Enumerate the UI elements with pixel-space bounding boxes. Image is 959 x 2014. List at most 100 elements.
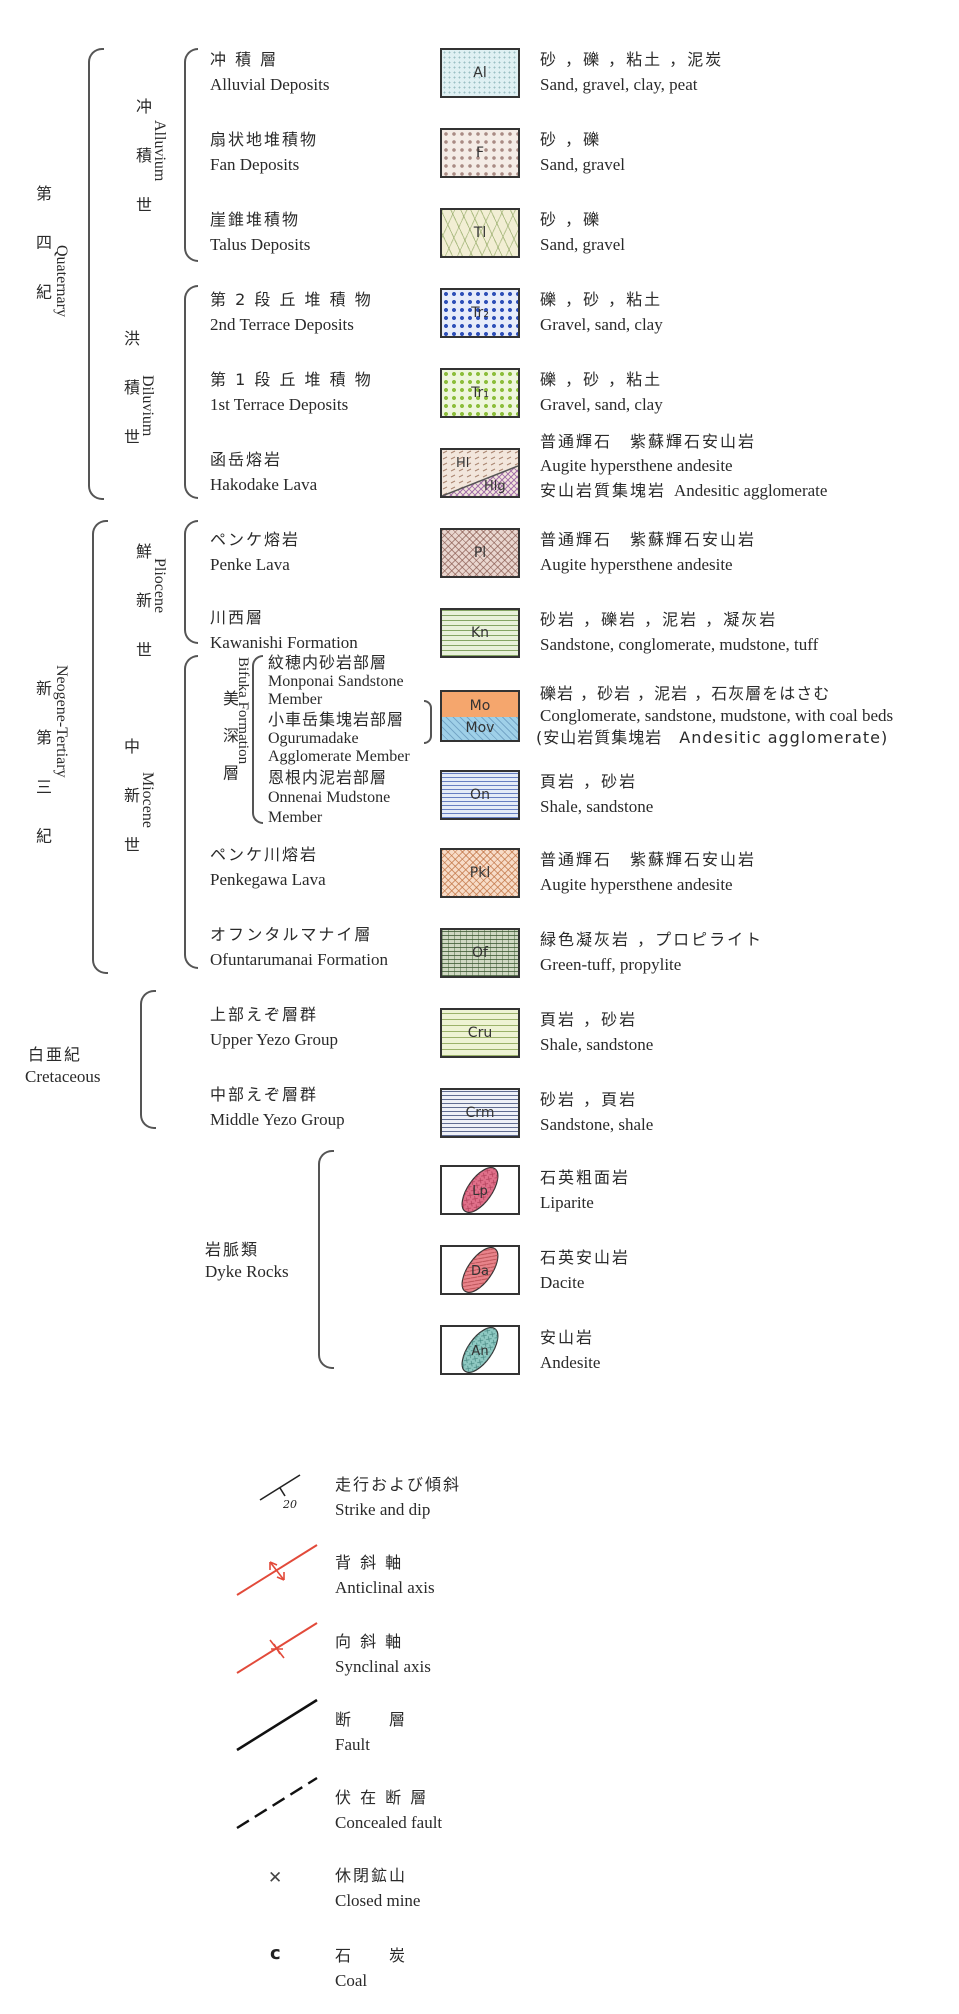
swatch-ogurumadake: Mov — [442, 717, 518, 740]
dip-value: 20 — [282, 1498, 297, 1511]
dyke-lith-en: Dacite — [540, 1273, 585, 1292]
swatch-penke: Pl — [440, 528, 520, 578]
miocene-jp: 中 新 世 — [121, 738, 140, 867]
lith-en: Sand, gravel — [540, 235, 625, 254]
unit-name-en: Kawanishi Formation — [210, 633, 358, 652]
mo-lith-line3: (安山岩質集塊岩 Andesitic agglomerate) — [536, 728, 889, 747]
swatch-andesite: An — [440, 1325, 520, 1375]
strike-dip-symbol: 20 — [259, 1474, 301, 1511]
liparite-lens: Lp — [461, 1167, 499, 1213]
alluvium-brace — [184, 48, 198, 262]
swatch-code2: Hlg — [484, 479, 506, 494]
lith-en: Augite hypersthene andesite — [540, 456, 733, 475]
lith-jp: 普通輝石 紫蘇輝石安山岩 — [540, 432, 757, 451]
pliocene-brace — [184, 520, 198, 644]
unit-name-en2: Agglomerate Member — [268, 748, 410, 765]
swatch-code: Lp — [472, 1184, 488, 1199]
lith-jp: 砂 ，礫 — [540, 130, 602, 149]
diluvium-en: Diluvium — [139, 375, 156, 437]
unit-name-en: 1st Terrace Deposits — [210, 395, 349, 414]
hakodake-split: Hl Hlg — [442, 450, 518, 496]
unit-name-en: Ofuntarumanai Formation — [210, 950, 388, 969]
lith-jp: 砂 ，礫 ，粘土 ，泥炭 — [540, 50, 724, 69]
alluvium-jp: 冲 積 世 — [133, 98, 152, 227]
dyke-lith-en: Liparite — [540, 1193, 594, 1212]
symbol-label-jp: 向 斜 軸 — [335, 1632, 404, 1651]
swatch-onnenai: On — [440, 770, 520, 820]
bifuka-jp: 美 深 層 — [220, 690, 239, 789]
unit-name-en: Hakodake Lava — [210, 475, 318, 494]
dyke-lith-jp: 安山岩 — [540, 1328, 595, 1347]
swatch-code: Al — [473, 65, 487, 81]
swatch-code: Tr₂ — [471, 305, 489, 321]
quaternary-jp: 第 四 紀 — [33, 185, 52, 314]
unit-name-en: Ogurumadake — [268, 730, 359, 747]
lith-en: Sandstone, conglomerate, mudstone, tuff — [540, 635, 819, 654]
symbol-label-en: Coal — [335, 1971, 368, 1990]
unit-name-en2: Member — [268, 691, 323, 708]
unit-name-en: Penkegawa Lava — [210, 870, 326, 889]
lith-en: Shale, sandstone — [540, 1035, 654, 1054]
lith-en2: Andesitic agglomerate — [674, 481, 828, 500]
lith-jp2: 安山岩質集塊岩 — [540, 481, 667, 500]
swatch-code: Da — [471, 1264, 489, 1279]
unit-name-jp: 第 2 段 丘 堆 積 物 — [210, 290, 373, 309]
swatch-code: Pl — [473, 545, 487, 561]
swatch-code: Of — [472, 945, 488, 961]
dyke-lith-jp: 石英安山岩 — [540, 1248, 631, 1267]
swatch-code: Mo — [469, 697, 491, 714]
unit-name-jp: 第 1 段 丘 堆 積 物 — [210, 370, 373, 389]
quaternary-en: Quaternary — [53, 245, 70, 317]
swatch-penkegawa: Pkl — [440, 848, 520, 898]
unit-name-jp: 恩根内泥岩部層 — [268, 768, 388, 787]
swatch-code: Kn — [470, 625, 490, 641]
swatch-code: Tl — [473, 225, 487, 241]
swatch-alluvial: Al — [440, 48, 520, 98]
lith-jp: 緑色凝灰岩 ，プロピライト — [540, 930, 764, 949]
unit-name-jp: 上部えぞ層群 — [210, 1005, 319, 1024]
unit-name-en: 2nd Terrace Deposits — [210, 315, 354, 334]
unit-name-jp: 函岳熔岩 — [210, 450, 283, 469]
unit-name-jp: 冲 積 層 — [210, 50, 279, 69]
lith-en: Gravel, sand, clay — [540, 395, 663, 414]
symbol-label-jp: 断 層 — [335, 1710, 408, 1729]
unit-name-en2: Member — [268, 809, 323, 826]
dyke-en: Dyke Rocks — [205, 1262, 289, 1281]
swatch-code: Cru — [467, 1025, 493, 1041]
unit-name-en: Onnenai Mudstone — [268, 789, 391, 806]
symbol-label-en: Synclinal axis — [335, 1657, 431, 1676]
concealed-fault-symbol — [236, 1776, 318, 1830]
symbol-label-jp: 石 炭 — [335, 1946, 408, 1965]
cretaceous-brace — [140, 990, 156, 1129]
lith-en: Sand, gravel — [540, 155, 625, 174]
miocene-brace — [184, 655, 198, 969]
swatch-code: An — [471, 1344, 488, 1359]
unit-name-jp: 中部えぞ層群 — [210, 1085, 319, 1104]
bifuka-en: Bifuka Formation — [235, 657, 251, 765]
dyke-jp: 岩脈類 — [205, 1240, 260, 1259]
lith-jp: 普通輝石 紫蘇輝石安山岩 — [540, 530, 757, 549]
swatch-ofuntarumanai: Of — [440, 928, 520, 978]
lith-en: Sandstone, shale — [540, 1115, 654, 1134]
symbol-label-en: Fault — [335, 1735, 370, 1754]
unit-name-jp: オフンタルマナイ層 — [210, 925, 373, 944]
mo-lith-jp: 礫岩 ，砂岩 ，泥岩 ，石灰層をはさむ — [540, 684, 831, 703]
unit-name-en: Fan Deposits — [210, 155, 300, 174]
lith-jp: 砂岩 ，頁岩 — [540, 1090, 638, 1109]
swatch-liparite: Lp — [440, 1165, 520, 1215]
diluvium-jp: 洪 積 世 — [121, 330, 140, 459]
swatch-terrace1: Tr₁ — [440, 368, 520, 418]
lith-en: Sand, gravel, clay, peat — [540, 75, 698, 94]
neogene-jp: 新 第 三 紀 — [33, 680, 52, 858]
dyke-brace — [318, 1150, 334, 1369]
symbol-label-jp: 休閉鉱山 — [335, 1866, 408, 1885]
swatch-code: Mov — [465, 720, 495, 737]
swatch-dacite: Da — [440, 1245, 520, 1295]
dyke-lith-jp: 石英粗面岩 — [540, 1168, 631, 1187]
coal-icon: c — [270, 1943, 281, 1964]
andesite-lens: An — [461, 1327, 499, 1373]
pliocene-jp: 鮮 新 世 — [133, 543, 152, 672]
lith-jp: 砂岩 ，礫岩 ，泥岩 ，凝灰岩 — [540, 610, 778, 629]
swatch-code: Crm — [465, 1105, 495, 1121]
mo-bracket — [424, 700, 432, 744]
